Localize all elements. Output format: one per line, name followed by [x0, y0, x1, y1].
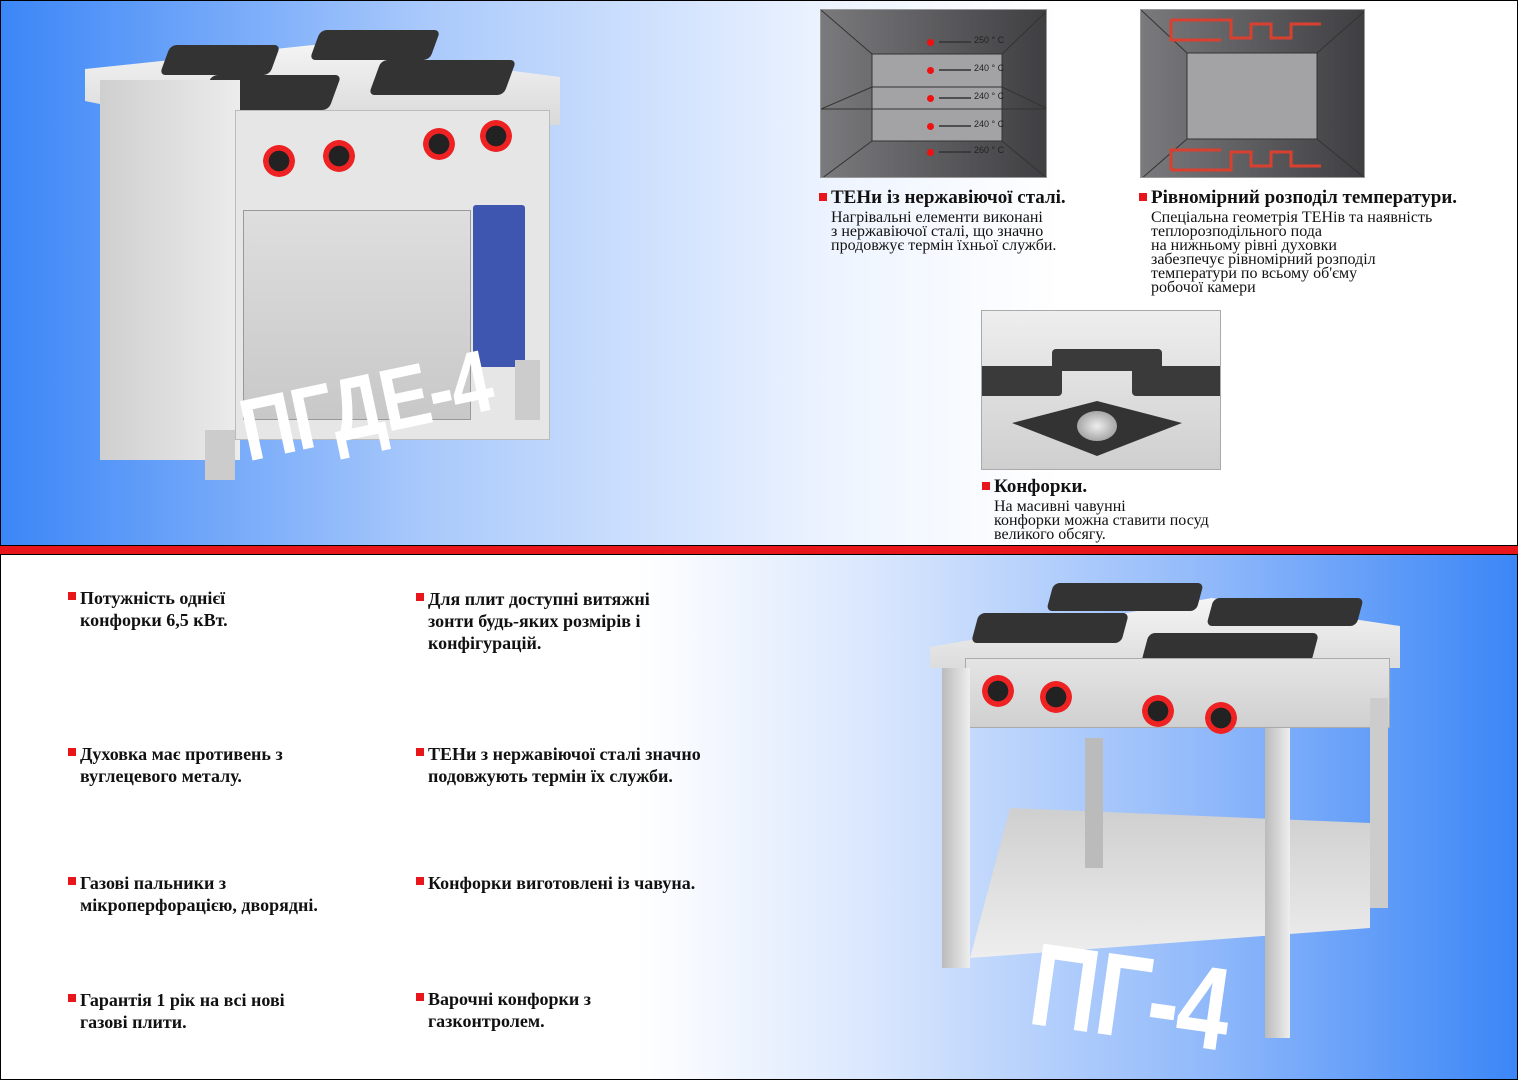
spec-item: Конфорки виготовлені із чавуна.	[416, 872, 695, 894]
feature-even-temperature: Рівномірний розподіл температури. Спеціа…	[1139, 187, 1458, 296]
feature-title: Рівномірний розподіл температури.	[1151, 187, 1458, 208]
temp-label: 240 ° C	[974, 119, 1005, 129]
feature-line: з нержавіючої сталі, що значно	[831, 223, 1044, 240]
feature-line: На масивні чавунні	[994, 498, 1126, 515]
spec-line: Духовка має противень з	[80, 744, 283, 764]
feature-line: робочої камери	[1151, 279, 1256, 296]
spec-line: мікроперфорацією, дворядні.	[80, 895, 318, 915]
bullet-icon	[416, 748, 424, 756]
feature-title: Конфорки.	[994, 476, 1088, 497]
spec-line: газові плити.	[80, 1012, 187, 1032]
oven-stove-image	[85, 20, 560, 480]
temperature-diagram: 250 ° C 240 ° C 240 ° C 240 ° C 260 ° C	[820, 9, 1047, 178]
spec-line: Варочні конфорки з	[428, 989, 592, 1009]
bullet-icon	[416, 877, 424, 885]
spec-line: Газові пальники з	[80, 873, 227, 893]
spec-line: подовжують термін їх служби.	[428, 766, 673, 786]
temp-label: 240 ° C	[974, 63, 1005, 73]
open-stove-image	[930, 578, 1400, 1048]
heating-element-diagram	[1140, 9, 1365, 178]
feature-heating-elements: ТЕНи із нержавіючої сталі. Нагрівальні е…	[819, 187, 1066, 254]
feature-line: великого обсягу.	[994, 526, 1106, 543]
burner-photo	[981, 310, 1221, 470]
bullet-icon	[819, 193, 827, 201]
feature-line: на нижньому рівні духовки	[1151, 237, 1337, 254]
spec-line: Гарантія 1 рік на всі нові	[80, 990, 285, 1010]
feature-line: конфорки можна ставити посуд	[994, 512, 1209, 529]
bullet-icon	[68, 592, 76, 600]
temp-label: 240 ° C	[974, 91, 1005, 101]
bullet-icon	[68, 748, 76, 756]
feature-title: ТЕНи із нержавіючої сталі.	[831, 187, 1066, 208]
open-model-label: ПГ-4	[1022, 918, 1238, 1077]
temp-label: 260 ° C	[974, 145, 1005, 155]
spec-line: конфорки 6,5 кВт.	[80, 610, 228, 630]
spec-line: ТЕНи з нержавіючої сталі значно	[428, 744, 701, 764]
bullet-icon	[982, 482, 990, 490]
bullet-icon	[1139, 193, 1147, 201]
feature-line: температури по всьому об'єму	[1151, 265, 1358, 282]
spec-line: Конфорки виготовлені із чавуна.	[428, 873, 696, 893]
spec-line: зонти будь-яких розмірів і	[428, 611, 641, 631]
feature-line: теплорозподільного пода	[1151, 223, 1322, 240]
feature-line: Нагрівальні елементи виконані	[831, 209, 1043, 226]
spec-line: вуглецевого металу.	[80, 766, 242, 786]
spec-line: Для плит доступні витяжні	[428, 589, 650, 609]
bullet-icon	[68, 994, 76, 1002]
divider-line	[0, 546, 1518, 554]
feature-line: Спеціальна геометрія ТЕНів та наявність	[1151, 209, 1433, 226]
temp-label: 250 ° C	[974, 35, 1005, 45]
spec-line: Потужність однієї	[80, 588, 226, 608]
bullet-icon	[416, 993, 424, 1001]
bullet-icon	[68, 877, 76, 885]
feature-line: продовжує термін їхньої служби.	[831, 237, 1057, 254]
chamber-outline	[821, 10, 1046, 177]
spec-line: газконтролем.	[428, 1011, 545, 1031]
bullet-icon	[416, 593, 424, 601]
spec-line: конфігурацій.	[428, 633, 542, 653]
feature-line: забезпечує рівномірний розподіл	[1151, 251, 1376, 268]
